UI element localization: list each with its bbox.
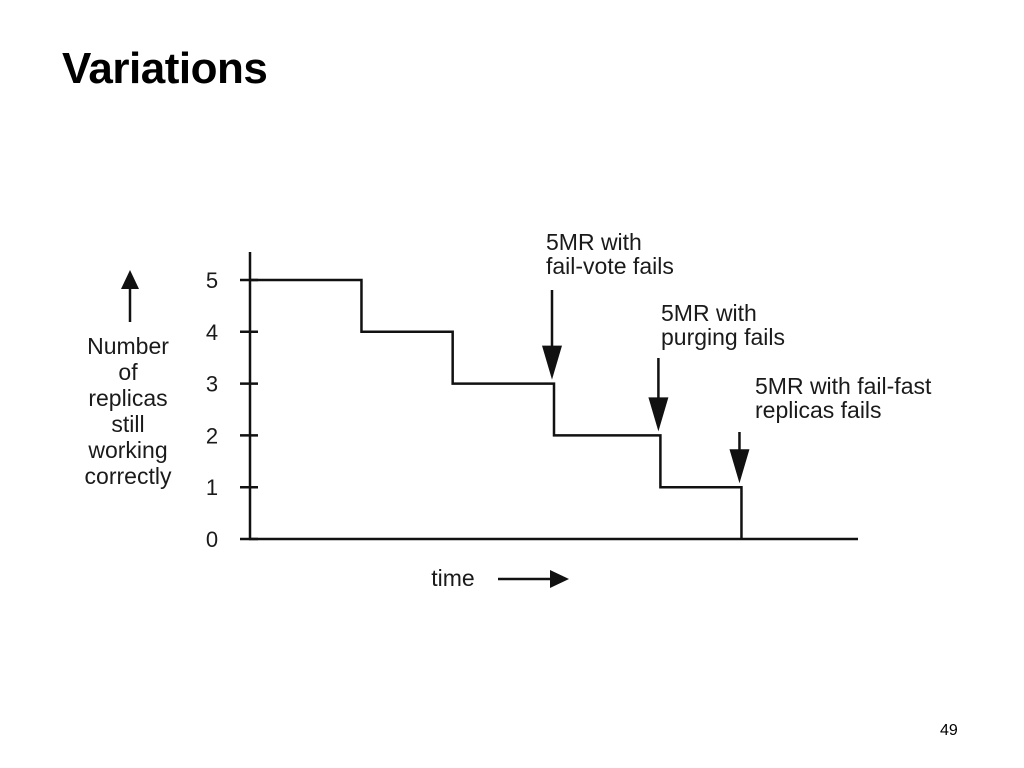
y-tick-label: 5 (206, 268, 218, 293)
y-label-arrow-head (121, 270, 139, 289)
annotation-arrow-head (542, 345, 562, 380)
series-line (250, 278, 743, 539)
y-tick-label: 1 (206, 475, 218, 500)
y-tick-label: 0 (206, 527, 218, 552)
y-tick-label: 3 (206, 372, 218, 397)
annotation-arrow-head (729, 449, 750, 484)
page-number: 49 (940, 722, 958, 739)
y-tick-label: 4 (206, 320, 218, 345)
annotation-arrow-head (648, 397, 669, 432)
slide-title: Variations (62, 44, 268, 93)
x-axis-label: time (431, 565, 474, 591)
y-tick-label: 2 (206, 423, 218, 448)
x-label-arrow-head (550, 570, 569, 588)
